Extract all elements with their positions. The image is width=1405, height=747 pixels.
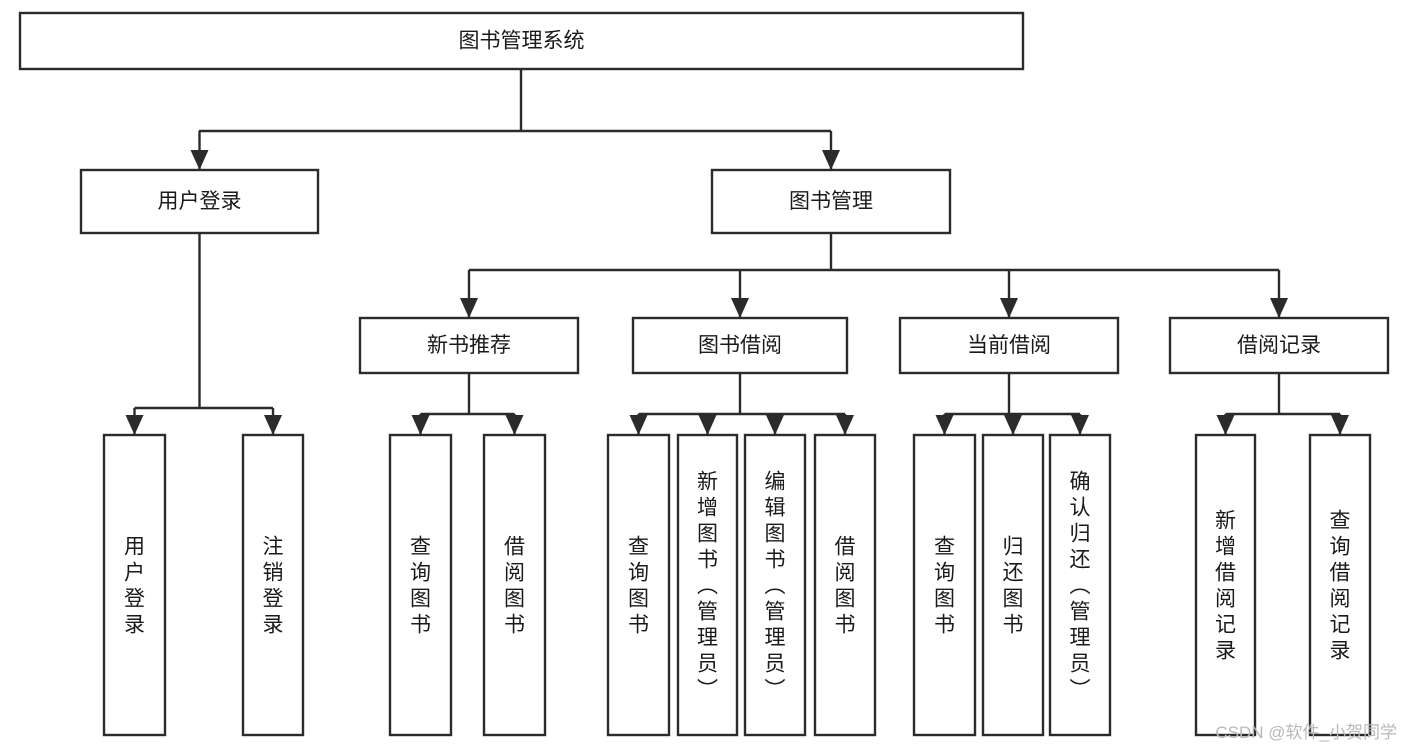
node-new-book-rec[interactable]: 新书推荐 (358, 316, 580, 375)
node-box-leaf-query-book-1[interactable] (388, 433, 453, 737)
node-box-user-login[interactable] (79, 168, 320, 235)
node-box-leaf-borrow-book-1[interactable] (482, 433, 547, 737)
arrow-head-icon-leaf-borrow-book-1 (505, 415, 524, 435)
node-label-leaf-query-record: 查询借阅记录 (1330, 509, 1351, 662)
node-box-leaf-add-book[interactable] (676, 433, 739, 737)
arrow-head-icon-book-manage (822, 150, 840, 170)
arrow-head-icon-leaf-edit-book (766, 415, 784, 435)
arrow-head-icon-leaf-user-login (125, 415, 144, 435)
arrow-head-icon-current-borrow (1000, 298, 1018, 318)
node-box-new-book-rec[interactable] (358, 316, 580, 375)
node-user-login[interactable]: 用户登录 (79, 168, 320, 235)
node-box-root[interactable] (18, 11, 1025, 71)
node-box-current-borrow[interactable] (898, 316, 1120, 375)
arrow-head-icon-book-borrow (731, 298, 749, 318)
node-leaf-confirm-return[interactable]: 确认归还︵管理员︶ (1048, 433, 1112, 737)
arrow-head-icon-leaf-add-book (698, 415, 717, 435)
connector-layer (125, 69, 1349, 435)
node-box-leaf-query-book-2[interactable] (606, 433, 671, 737)
node-label-leaf-query-book-3: 查询图书 (934, 535, 955, 636)
arrow-head-icon-leaf-query-record (1331, 415, 1349, 435)
node-leaf-borrow-book-1[interactable]: 借阅图书 (482, 433, 547, 737)
arrow-head-icon-leaf-query-book-1 (411, 415, 430, 435)
node-current-borrow[interactable]: 当前借阅 (898, 316, 1120, 375)
node-label-leaf-confirm-return: 确认归还︵管理员︶ (1070, 470, 1091, 701)
arrow-head-icon-leaf-query-book-3 (935, 415, 954, 435)
node-label-user-login: 用户登录 (158, 190, 242, 213)
node-label-borrow-record: 借阅记录 (1237, 334, 1321, 357)
arrow-head-icon-leaf-user-logout (264, 415, 282, 435)
node-label-root: 图书管理系统 (459, 30, 585, 53)
node-box-borrow-record[interactable] (1168, 316, 1390, 375)
node-book-manage[interactable]: 图书管理 (710, 168, 952, 235)
arrow-head-icon-leaf-return-book (1004, 415, 1022, 435)
node-box-book-manage[interactable] (710, 168, 952, 235)
node-leaf-query-book-2[interactable]: 查询图书 (606, 433, 671, 737)
node-label-current-borrow: 当前借阅 (967, 334, 1051, 357)
node-label-book-borrow: 图书借阅 (698, 334, 782, 357)
node-box-leaf-user-logout[interactable] (241, 433, 305, 737)
node-label-book-manage: 图书管理 (789, 190, 873, 213)
node-box-book-borrow[interactable] (631, 316, 849, 375)
node-leaf-edit-book[interactable]: 编辑图书︵管理员︶ (743, 433, 807, 737)
node-leaf-user-login[interactable]: 用户登录 (102, 433, 167, 737)
node-leaf-query-book-1[interactable]: 查询图书 (388, 433, 453, 737)
node-label-leaf-edit-book: 编辑图书︵管理员︶ (765, 470, 786, 701)
node-borrow-record[interactable]: 借阅记录 (1168, 316, 1390, 375)
node-label-leaf-query-book-1: 查询图书 (410, 535, 431, 636)
node-box-leaf-confirm-return[interactable] (1048, 433, 1112, 737)
node-leaf-borrow-book-2[interactable]: 借阅图书 (813, 433, 877, 737)
node-label-new-book-rec: 新书推荐 (427, 334, 511, 357)
arrow-head-icon-leaf-query-book-2 (629, 415, 648, 435)
arrow-head-icon-leaf-add-record (1216, 415, 1235, 435)
node-leaf-add-record[interactable]: 新增借阅记录 (1194, 433, 1257, 737)
arrow-head-icon-leaf-confirm-return (1071, 415, 1089, 435)
node-leaf-query-record[interactable]: 查询借阅记录 (1308, 433, 1372, 737)
node-leaf-user-logout[interactable]: 注销登录 (241, 433, 305, 737)
arrow-head-icon-new-book-rec (460, 298, 478, 318)
node-label-leaf-user-login: 用户登录 (124, 535, 145, 636)
arrow-head-icon-leaf-borrow-book-2 (836, 415, 854, 435)
node-label-leaf-add-book: 新增图书︵管理员︶ (697, 470, 718, 701)
node-box-leaf-edit-book[interactable] (743, 433, 807, 737)
node-box-leaf-return-book[interactable] (981, 433, 1045, 737)
node-layer: 图书管理系统用户登录图书管理新书推荐图书借阅当前借阅借阅记录用户登录注销登录查询… (18, 11, 1390, 737)
node-root[interactable]: 图书管理系统 (18, 11, 1025, 71)
node-leaf-add-book[interactable]: 新增图书︵管理员︶ (676, 433, 739, 737)
node-label-leaf-borrow-book-2: 借阅图书 (835, 535, 856, 636)
node-label-leaf-borrow-book-1: 借阅图书 (504, 535, 525, 636)
node-box-leaf-add-record[interactable] (1194, 433, 1257, 737)
csdn-watermark: CSDN @软件_小贺同学 (1215, 723, 1397, 742)
node-leaf-return-book[interactable]: 归还图书 (981, 433, 1045, 737)
node-book-borrow[interactable]: 图书借阅 (631, 316, 849, 375)
node-box-leaf-query-record[interactable] (1308, 433, 1372, 737)
arrow-head-icon-borrow-record (1270, 298, 1288, 318)
node-label-leaf-return-book: 归还图书 (1003, 535, 1024, 636)
node-leaf-query-book-3[interactable]: 查询图书 (912, 433, 977, 737)
arrow-head-icon-user-login (190, 150, 209, 170)
node-label-leaf-user-logout: 注销登录 (263, 535, 284, 636)
node-box-leaf-borrow-book-2[interactable] (813, 433, 877, 737)
node-label-leaf-add-record: 新增借阅记录 (1215, 509, 1236, 662)
node-box-leaf-user-login[interactable] (102, 433, 167, 737)
node-label-leaf-query-book-2: 查询图书 (628, 535, 649, 636)
node-box-leaf-query-book-3[interactable] (912, 433, 977, 737)
